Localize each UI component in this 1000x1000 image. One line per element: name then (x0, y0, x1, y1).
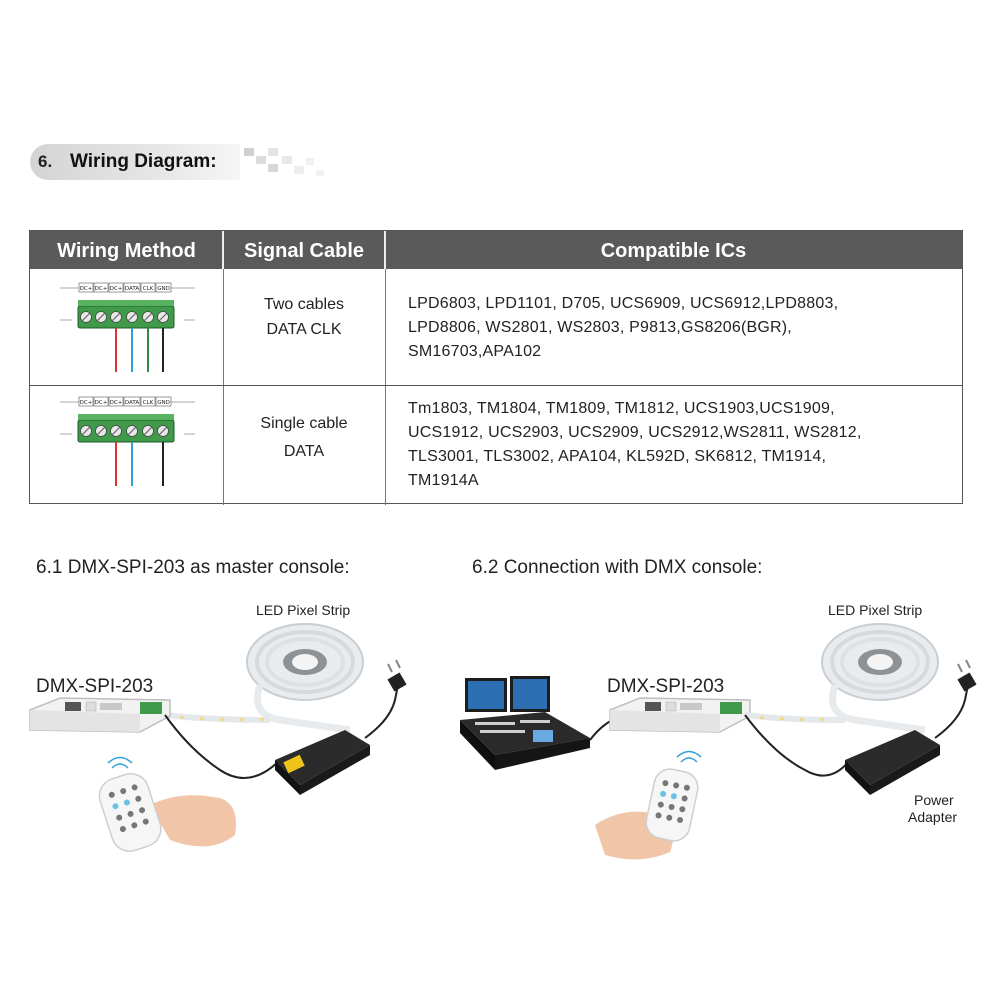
signal-cable-cell: Two cables DATA CLK (223, 292, 385, 342)
dmx-lighting-console-icon (460, 676, 590, 770)
column-divider (385, 269, 386, 505)
dmx-console-illustration (460, 623, 977, 860)
led-strip-label: LED Pixel Strip (828, 602, 923, 618)
table-row: DC+ DC+ DC+ DATA CLK GND (30, 386, 962, 503)
terminal-label: DATA (125, 400, 139, 406)
header-divider (384, 231, 386, 269)
ics-line: TLS3001, TLS3002, APA104, KL592D, SK6812… (408, 448, 827, 465)
power-adapter-label-line2: Adapter (908, 809, 958, 825)
master-console-illustration (29, 623, 407, 852)
compatible-ics-cell: Tm1803, TM1804, TM1809, TM1812, UCS1903,… (408, 397, 953, 493)
header-wiring-method: Wiring Method (57, 240, 196, 262)
table-row: DC+ DC+ DC+ DATA CLK GND (30, 270, 962, 385)
row-divider (30, 385, 962, 386)
terminal-label: DC+ (80, 286, 93, 292)
subsection-6-2-title: 6.2 Connection with DMX console: (472, 557, 763, 578)
remote-in-hand-icon (98, 756, 236, 852)
led-strip-reel-icon (821, 623, 939, 734)
section-title: Wiring Diagram: (70, 151, 217, 172)
terminal-label: DC+ (80, 400, 93, 406)
device-label: DMX-SPI-203 (607, 676, 725, 697)
remote-in-hand-icon (595, 750, 702, 860)
compatible-ics-cell: LPD6803, LPD1101, D705, UCS6909, UCS6912… (408, 292, 953, 364)
signal-line: DATA (283, 443, 325, 460)
power-adapter-label-line1: Power (914, 792, 954, 808)
ics-line: TM1914A (408, 472, 479, 489)
ics-line: SM16703,APA102 (408, 343, 542, 360)
terminal-block-two-wire-icon: DC+ DC+ DC+ DATA CLK GND (60, 282, 195, 372)
device-label: DMX-SPI-203 (36, 676, 154, 697)
dmx-spi-203-controller-icon (29, 697, 171, 733)
ics-line: UCS1912, UCS2903, UCS2909, UCS2912,WS281… (408, 424, 862, 441)
terminal-label: DC+ (95, 286, 108, 292)
header-signal-cable: Signal Cable (243, 240, 365, 262)
terminal-label: DC+ (110, 286, 123, 292)
ics-line: Tm1803, TM1804, TM1809, TM1812, UCS1903,… (408, 400, 835, 417)
ics-line: LPD8806, WS2801, WS2803, P9813,GS8206(BG… (408, 319, 792, 336)
wiring-table: Wiring Method Signal Cable Compatible IC… (29, 230, 963, 505)
ics-line: LPD6803, LPD1101, D705, UCS6909, UCS6912… (408, 295, 839, 312)
power-adapter-icon (845, 659, 977, 795)
section-number: 6. (38, 152, 53, 171)
signal-line: Single cable (260, 415, 348, 432)
column-divider (223, 269, 224, 505)
header-compatible-ics: Compatible ICs (600, 240, 747, 262)
section-header-bar (30, 144, 240, 180)
terminal-label: CLK (143, 286, 154, 292)
terminal-label: DC+ (95, 400, 108, 406)
terminal-block-single-wire-icon: DC+ DC+ DC+ DATA CLK GND (60, 396, 195, 486)
signal-line: Two cables (263, 296, 345, 313)
subsection-6-1-title: 6.1 DMX-SPI-203 as master console: (36, 557, 350, 578)
header-divider (222, 231, 224, 269)
terminal-label: CLK (143, 400, 154, 406)
pixel-decoration-icon (244, 148, 324, 176)
led-strip-label: LED Pixel Strip (256, 602, 351, 618)
terminal-label: DC+ (110, 400, 123, 406)
terminal-label: DATA (125, 286, 139, 292)
dmx-spi-203-controller-icon (609, 697, 751, 733)
signal-cable-cell: Single cable DATA (223, 410, 385, 466)
table-header: Wiring Method Signal Cable Compatible IC… (30, 231, 962, 269)
led-strip-reel-icon (246, 623, 364, 734)
terminal-label: GND (157, 286, 170, 292)
power-adapter-icon (275, 659, 407, 795)
section-header: 6. Wiring Diagram: (30, 144, 324, 180)
terminal-label: GND (157, 400, 170, 406)
signal-line: DATA CLK (266, 321, 342, 338)
